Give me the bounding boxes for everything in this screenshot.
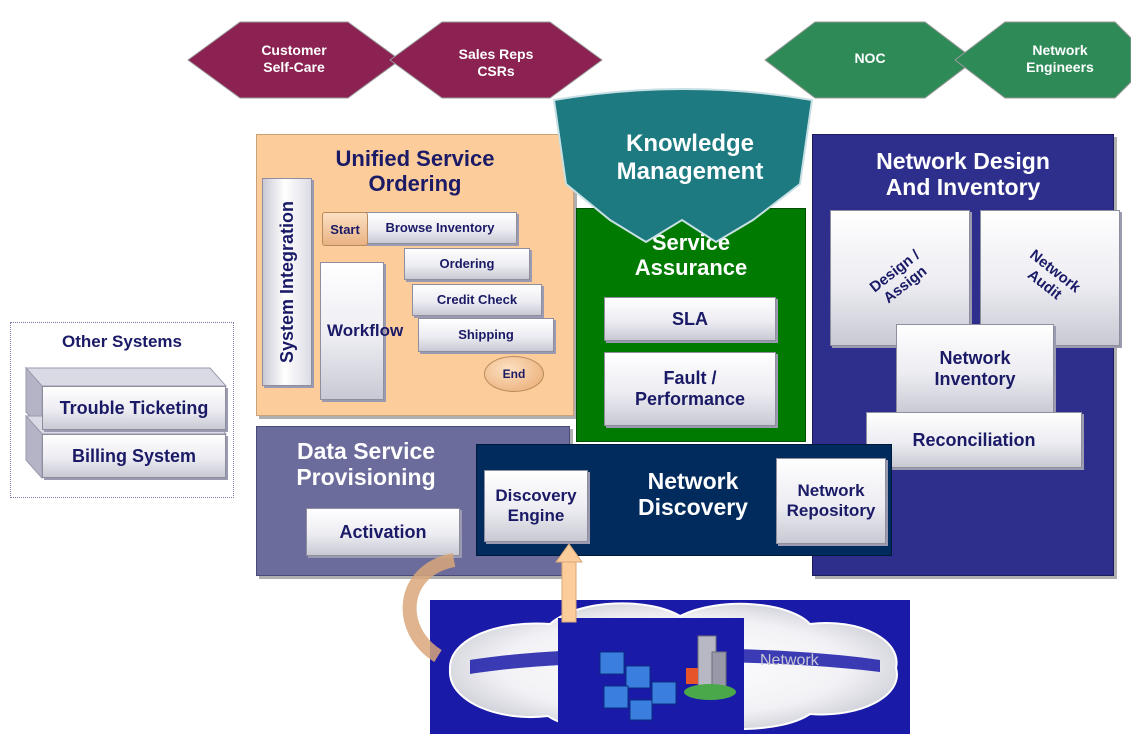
network-node-2	[625, 665, 651, 689]
network-cloud-label: Network	[760, 652, 870, 670]
discovery-title-line-2: Discovery	[638, 494, 748, 521]
knowledge-title: Knowledge Management	[580, 130, 800, 185]
design-title-line-1: Network Design	[876, 148, 1050, 174]
knowledge-banner-shape	[552, 88, 814, 244]
ordering-title-line-1: Unified Service	[335, 146, 495, 171]
up-arrow-head	[555, 543, 583, 563]
network-node-4	[603, 685, 629, 709]
network-audit-box[interactable]: Network Audit	[980, 210, 1120, 346]
provisioning-title-line-1: Data Service	[296, 438, 436, 464]
sla-button[interactable]: SLA	[604, 297, 776, 341]
fault-line-1: Fault /	[663, 368, 717, 389]
noc-line-1: NOC	[854, 50, 886, 66]
activation-curve-arrow	[402, 553, 456, 662]
activation-button[interactable]: Activation	[306, 508, 460, 556]
end-text: End	[502, 367, 526, 381]
customer-self-care-label[interactable]: Customer Self-Care	[240, 42, 348, 76]
discovery-title: Network Discovery	[600, 468, 786, 521]
reconciliation-box[interactable]: Reconciliation	[866, 412, 1082, 468]
ordering-title: Unified Service Ordering	[300, 146, 530, 197]
workflow-step-credit-check[interactable]: Credit Check	[412, 284, 542, 316]
noc-label[interactable]: NOC	[815, 50, 925, 67]
system-integration-bar[interactable]	[262, 178, 312, 386]
network-hill	[684, 684, 736, 700]
billing-system-text: Billing System	[71, 445, 197, 466]
sales-diamond-shape	[389, 21, 603, 99]
discovery-title-line-1: Network	[647, 468, 739, 494]
network-node-1	[599, 651, 625, 675]
other-systems-title: Other Systems	[10, 332, 234, 352]
sales-reps-csrs-label[interactable]: Sales Reps CSRs	[442, 46, 550, 80]
knowledge-line-1: Knowledge	[625, 130, 754, 157]
persona-diamonds	[187, 21, 1131, 99]
workflow-box[interactable]: Workflow	[320, 262, 403, 400]
stack-side-face-2	[25, 414, 43, 480]
inventory-line-2: Inventory	[934, 369, 1016, 389]
discovery-engine-box[interactable]: Discovery Engine	[484, 470, 588, 542]
other-systems-title-text: Other Systems	[62, 332, 182, 351]
assurance-title: Service Assurance	[600, 230, 782, 281]
network-inventory-box[interactable]: Network Inventory	[896, 324, 1054, 414]
fault-line-2: Performance	[634, 389, 746, 409]
network-cloud-picture	[430, 600, 910, 734]
workflow-step-shipping[interactable]: Shipping	[418, 318, 554, 352]
design-title: Network Design And Inventory	[825, 148, 1101, 201]
repository-line-1: Network	[797, 481, 865, 501]
inventory-line-1: Network	[939, 348, 1011, 369]
activation-text: Activation	[339, 521, 427, 542]
sla-text: SLA	[672, 308, 708, 329]
discovery-engine-line-1: Discovery	[495, 486, 577, 506]
assurance-title-line-2: Assurance	[634, 255, 748, 281]
fault-performance-button[interactable]: Fault / Performance	[604, 352, 776, 426]
workflow-end[interactable]: End	[484, 356, 544, 392]
knowledge-line-2: Management	[616, 157, 764, 185]
customer-line-2: Self-Care	[263, 58, 325, 75]
knowledge-management-banner[interactable]	[548, 88, 818, 248]
shipping-text: Shipping	[458, 326, 514, 342]
network-warning-block	[686, 668, 698, 684]
sales-line-2: CSRs	[477, 62, 515, 79]
network-engineers-label[interactable]: Network Engineers	[1005, 42, 1115, 76]
network-repository-box[interactable]: Network Repository	[776, 458, 886, 544]
sales-line-1: Sales Reps	[458, 46, 534, 62]
engineers-diamond-shape	[954, 21, 1131, 99]
discovery-engine-line-2: Engine	[507, 506, 565, 525]
trouble-ticketing-text: Trouble Ticketing	[59, 397, 209, 418]
billing-system-item[interactable]: Billing System	[42, 434, 226, 478]
customer-line-1: Customer	[261, 42, 327, 58]
engineers-line-2: Engineers	[1026, 58, 1094, 75]
engineers-line-1: Network	[1032, 42, 1088, 58]
design-assign-box[interactable]: Design / Assign	[830, 210, 970, 346]
workflow-step-ordering[interactable]: Ordering	[404, 248, 530, 280]
credit-check-text: Credit Check	[436, 291, 518, 307]
ordering-step-text: Ordering	[439, 255, 495, 271]
ordering-title-line-2: Ordering	[368, 171, 462, 197]
reconciliation-text: Reconciliation	[912, 429, 1036, 450]
trouble-ticketing-item[interactable]: Trouble Ticketing	[42, 386, 226, 430]
provisioning-title-line-2: Provisioning	[296, 464, 436, 491]
network-node-3	[651, 681, 677, 705]
workflow-text: Workflow	[327, 321, 404, 341]
repository-line-2: Repository	[786, 501, 876, 520]
browse-inventory-text: Browse Inventory	[385, 219, 495, 235]
start-text: Start	[330, 221, 360, 237]
design-title-line-2: And Inventory	[885, 174, 1041, 201]
network-cloud-text: Network	[760, 652, 819, 669]
network-node-5	[629, 699, 653, 721]
up-arrow-shaft	[561, 561, 577, 623]
workflow-start[interactable]: Start	[322, 212, 368, 246]
provisioning-title: Data Service Provisioning	[266, 438, 466, 491]
